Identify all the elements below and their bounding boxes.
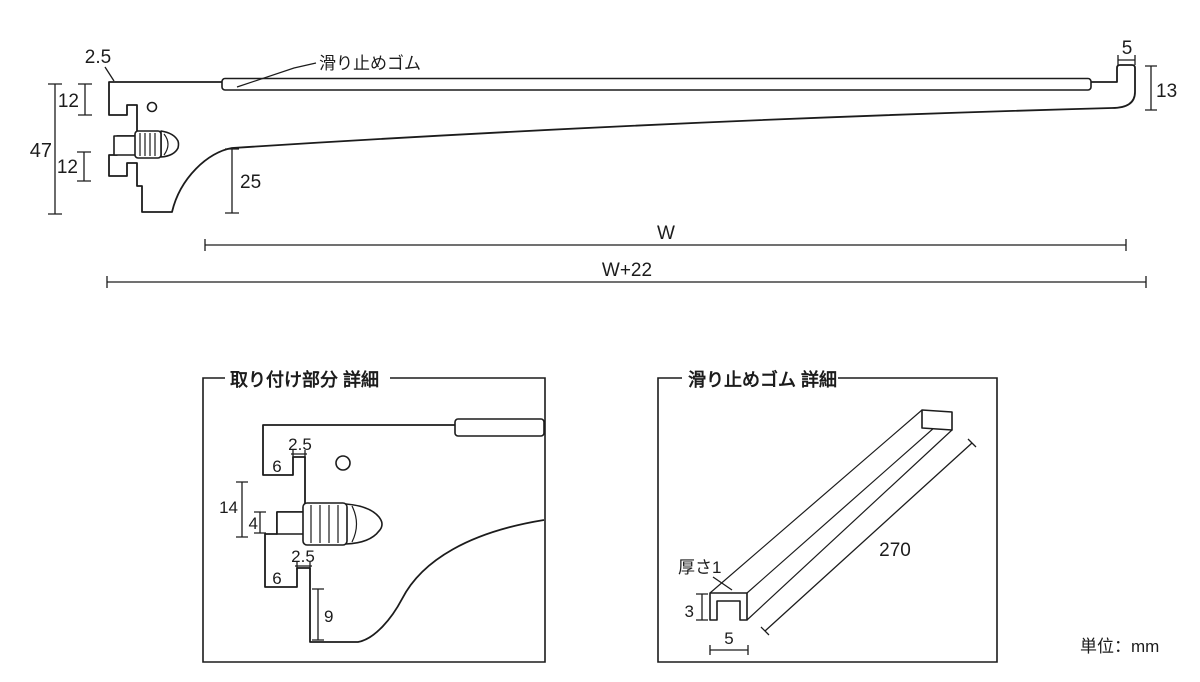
- pin-barrel: [134, 130, 162, 159]
- dim-length: 270: [760, 438, 977, 636]
- svg-text:6: 6: [272, 569, 281, 588]
- pin-nose-arc: [163, 133, 169, 156]
- rubber-label-callout: 滑り止めゴム: [236, 53, 421, 88]
- svg-text:12: 12: [57, 157, 78, 178]
- pin-nose: [345, 503, 383, 545]
- dim-upper-slot-pitch: 12: [58, 83, 92, 116]
- dim-upper-ledge: 6: [272, 457, 281, 476]
- dim-thickness: 厚さ1: [678, 558, 733, 591]
- svg-text:W+22: W+22: [602, 260, 652, 281]
- svg-text:6: 6: [272, 457, 281, 476]
- channel-long-edges: [709, 409, 953, 621]
- dim-foot-drop: 9: [312, 588, 333, 641]
- rubber-detail-box: 滑り止めゴム 詳細 270 厚さ1 3 5: [657, 369, 998, 663]
- svg-text:2.5: 2.5: [85, 47, 111, 68]
- dim-overall-width: W+22: [106, 260, 1147, 288]
- dim-upper-notch: 2.5: [288, 435, 312, 458]
- pin-nose: [160, 130, 180, 158]
- pin-barrel: [302, 502, 348, 546]
- svg-text:14: 14: [219, 498, 238, 517]
- dim-hook-to-pin: 14: [219, 481, 248, 538]
- svg-text:13: 13: [1156, 81, 1177, 102]
- main-side-view: 滑り止めゴム 2.5 12 47 12 25 5: [30, 38, 1177, 288]
- channel-far-end-cap: [921, 409, 953, 431]
- anti-slip-rubber-strip: [221, 77, 1092, 91]
- svg-text:3: 3: [685, 602, 694, 621]
- mounting-pin: [113, 130, 180, 159]
- svg-text:4: 4: [249, 514, 258, 533]
- pin-thread-hatching: [310, 505, 339, 543]
- rubber-channel-isometric: [709, 409, 953, 621]
- mount-detail-hole: [335, 455, 351, 471]
- mount-detail-box: 取り付け部分 詳細 2.5 6 14 4 2.5: [202, 369, 546, 663]
- svg-text:2.5: 2.5: [291, 547, 315, 566]
- pin-thread-hatching: [139, 133, 156, 156]
- dim-arm-root-depth: 25: [225, 148, 261, 214]
- mount-detail-pin: [276, 502, 383, 546]
- mount-detail-title: 取り付け部分 詳細: [230, 369, 379, 390]
- mount-detail-rubber: [454, 418, 545, 437]
- rubber-leader-line: [236, 62, 317, 88]
- svg-text:W: W: [657, 223, 675, 244]
- unit-note: 単位：mm: [1080, 637, 1159, 656]
- dim-lower-slot-pitch: 12: [57, 151, 91, 182]
- svg-text:9: 9: [324, 607, 333, 626]
- svg-text:5: 5: [724, 629, 733, 648]
- dim-mount-height: 47: [30, 83, 62, 215]
- rubber-detail-title: 滑り止めゴム 詳細: [688, 369, 837, 390]
- dim-shelf-width: W: [204, 223, 1127, 251]
- bracket-profile: [108, 64, 1136, 213]
- rubber-detail-border: [657, 377, 998, 663]
- dim-lip-height: 13: [1145, 65, 1177, 111]
- dim-lower-notch: 2.5: [291, 547, 315, 570]
- channel-cross-section: [709, 592, 748, 621]
- svg-text:270: 270: [879, 540, 911, 561]
- dim-top-thickness: 2.5: [85, 47, 115, 82]
- pin-hole: [146, 101, 158, 113]
- pin-nose-arc: [351, 505, 358, 543]
- svg-text:47: 47: [30, 140, 52, 162]
- svg-text:厚さ1: 厚さ1: [678, 558, 721, 577]
- svg-text:25: 25: [240, 172, 261, 193]
- dim-channel-width: 5: [709, 629, 749, 655]
- dim-channel-height: 3: [685, 593, 708, 621]
- dim-lower-ledge: 6: [272, 569, 281, 588]
- dim-lip-width: 5: [1117, 38, 1136, 65]
- svg-text:5: 5: [1122, 38, 1133, 59]
- rubber-label: 滑り止めゴム: [319, 53, 421, 73]
- dim-pin-thickness: 4: [249, 511, 266, 534]
- svg-text:12: 12: [58, 91, 79, 112]
- pin-base: [276, 511, 306, 535]
- mount-detail-border: [202, 377, 546, 663]
- svg-text:2.5: 2.5: [288, 435, 312, 454]
